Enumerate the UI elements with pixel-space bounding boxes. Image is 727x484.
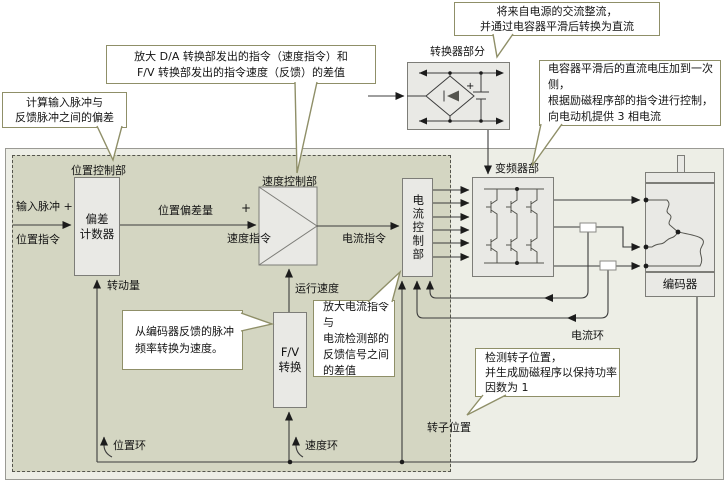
speed-loop-label: 速度环 [305, 439, 338, 452]
callout-fv-converter: 从编码器反馈的脉冲 频率转换为速度。 [122, 310, 243, 370]
deviation-counter-label-line2: 计数器 [79, 226, 115, 241]
current-cmd-label: 电流指令 [342, 232, 386, 245]
converter-block [407, 62, 510, 130]
fv-label-line2: 转换 [278, 360, 302, 374]
capacitor-plus-sign: + [466, 81, 475, 92]
callout-text: 并生成励磁程序以保持功率 [485, 366, 617, 379]
callout-text: 电容器平滑后的直流电压加到一次侧， [548, 62, 713, 91]
motor-body [645, 183, 715, 272]
callout-speed-amp: 放大 D/A 转换部发出的指令（速度指令）和 F/V 转换部发出的指令速度（反馈… [106, 45, 376, 84]
callout-current-amp: 放大电流指令与 电流检测部的 反馈信号之间 的差值 [313, 300, 395, 377]
callout-text: 因数为 1 [485, 381, 529, 394]
motor-shaft [677, 155, 685, 173]
pointer-converter [492, 33, 514, 59]
deviation-counter-label-line1: 偏差 [85, 211, 109, 226]
callout-text: 放大 D/A 转换部发出的指令（速度指令）和 [134, 49, 348, 63]
position-control-label: 位置控制部 [71, 164, 126, 177]
inverter-label: 变频器部 [495, 162, 539, 175]
callout-text: 向电动机提供 3 相电流 [548, 110, 661, 123]
rotation-amount-label: 转动量 [107, 279, 140, 292]
encoder-label: 编码器 [662, 277, 698, 291]
callout-text: 将来自电源的交流整流， [496, 5, 618, 18]
callout-text: 的差值 [323, 363, 356, 377]
callout-text: 电流检测部的 [323, 331, 389, 345]
fv-converter-block: F/V 转换 [273, 312, 307, 408]
callout-text: F/V 转换部发出的指令速度（反馈）的差值 [136, 65, 346, 79]
current-control-block: 电流控制部 [402, 178, 433, 277]
callout-rotor-position: 检测转子位置， 并生成励磁程序以保持功率 因数为 1 [475, 348, 620, 397]
motor-end-cap [645, 172, 715, 183]
running-speed-label: 运行速度 [295, 282, 339, 295]
encoder-block: 编码器 [645, 272, 715, 297]
rotor-position-label: 转子位置 [427, 421, 471, 434]
position-deviation-label: 位置偏差量 [158, 204, 213, 217]
speed-control-label: 速度控制部 [262, 175, 317, 188]
input-pulse-label: 输入脉冲 + [16, 200, 73, 213]
converter-label: 转换器部分 [430, 45, 485, 58]
callout-text: 计算输入脉冲与 [26, 96, 103, 109]
callout-inverter: 电容器平滑后的直流电压加到一次侧， 根据励磁程序部的指令进行控制， 向电动机提供… [539, 60, 721, 126]
current-control-label: 电流控制部 [411, 193, 426, 262]
callout-text: 反馈脉冲之间的偏差 [15, 111, 114, 124]
callout-text: 放大电流指令与 [323, 299, 389, 329]
callout-text: 频率转换为速度。 [135, 342, 223, 355]
deviation-counter-block: 偏差 计数器 [74, 177, 120, 276]
inverter-block [472, 177, 554, 277]
fv-label-line1: F/V [280, 345, 300, 359]
speed-cmd-label: 速度指令 [227, 232, 271, 245]
callout-deviation-counter: 计算输入脉冲与 反馈脉冲之间的偏差 [2, 92, 127, 128]
summing-plus-sign: + [241, 201, 252, 215]
callout-text: 从编码器反馈的脉冲 [135, 325, 234, 338]
current-loop-label: 电流环 [571, 329, 604, 342]
callout-text: 根据励磁程序部的指令进行控制， [548, 94, 713, 107]
callout-converter: 将来自电源的交流整流， 并通过电容器平滑后转换为直流 [454, 2, 660, 36]
callout-text: 并通过电容器平滑后转换为直流 [480, 20, 634, 33]
callout-text: 检测转子位置， [485, 351, 562, 364]
callout-text: 反馈信号之间 [323, 347, 389, 361]
position-loop-label: 位置环 [113, 439, 146, 452]
position-cmd-label: 位置指令 [16, 233, 60, 246]
